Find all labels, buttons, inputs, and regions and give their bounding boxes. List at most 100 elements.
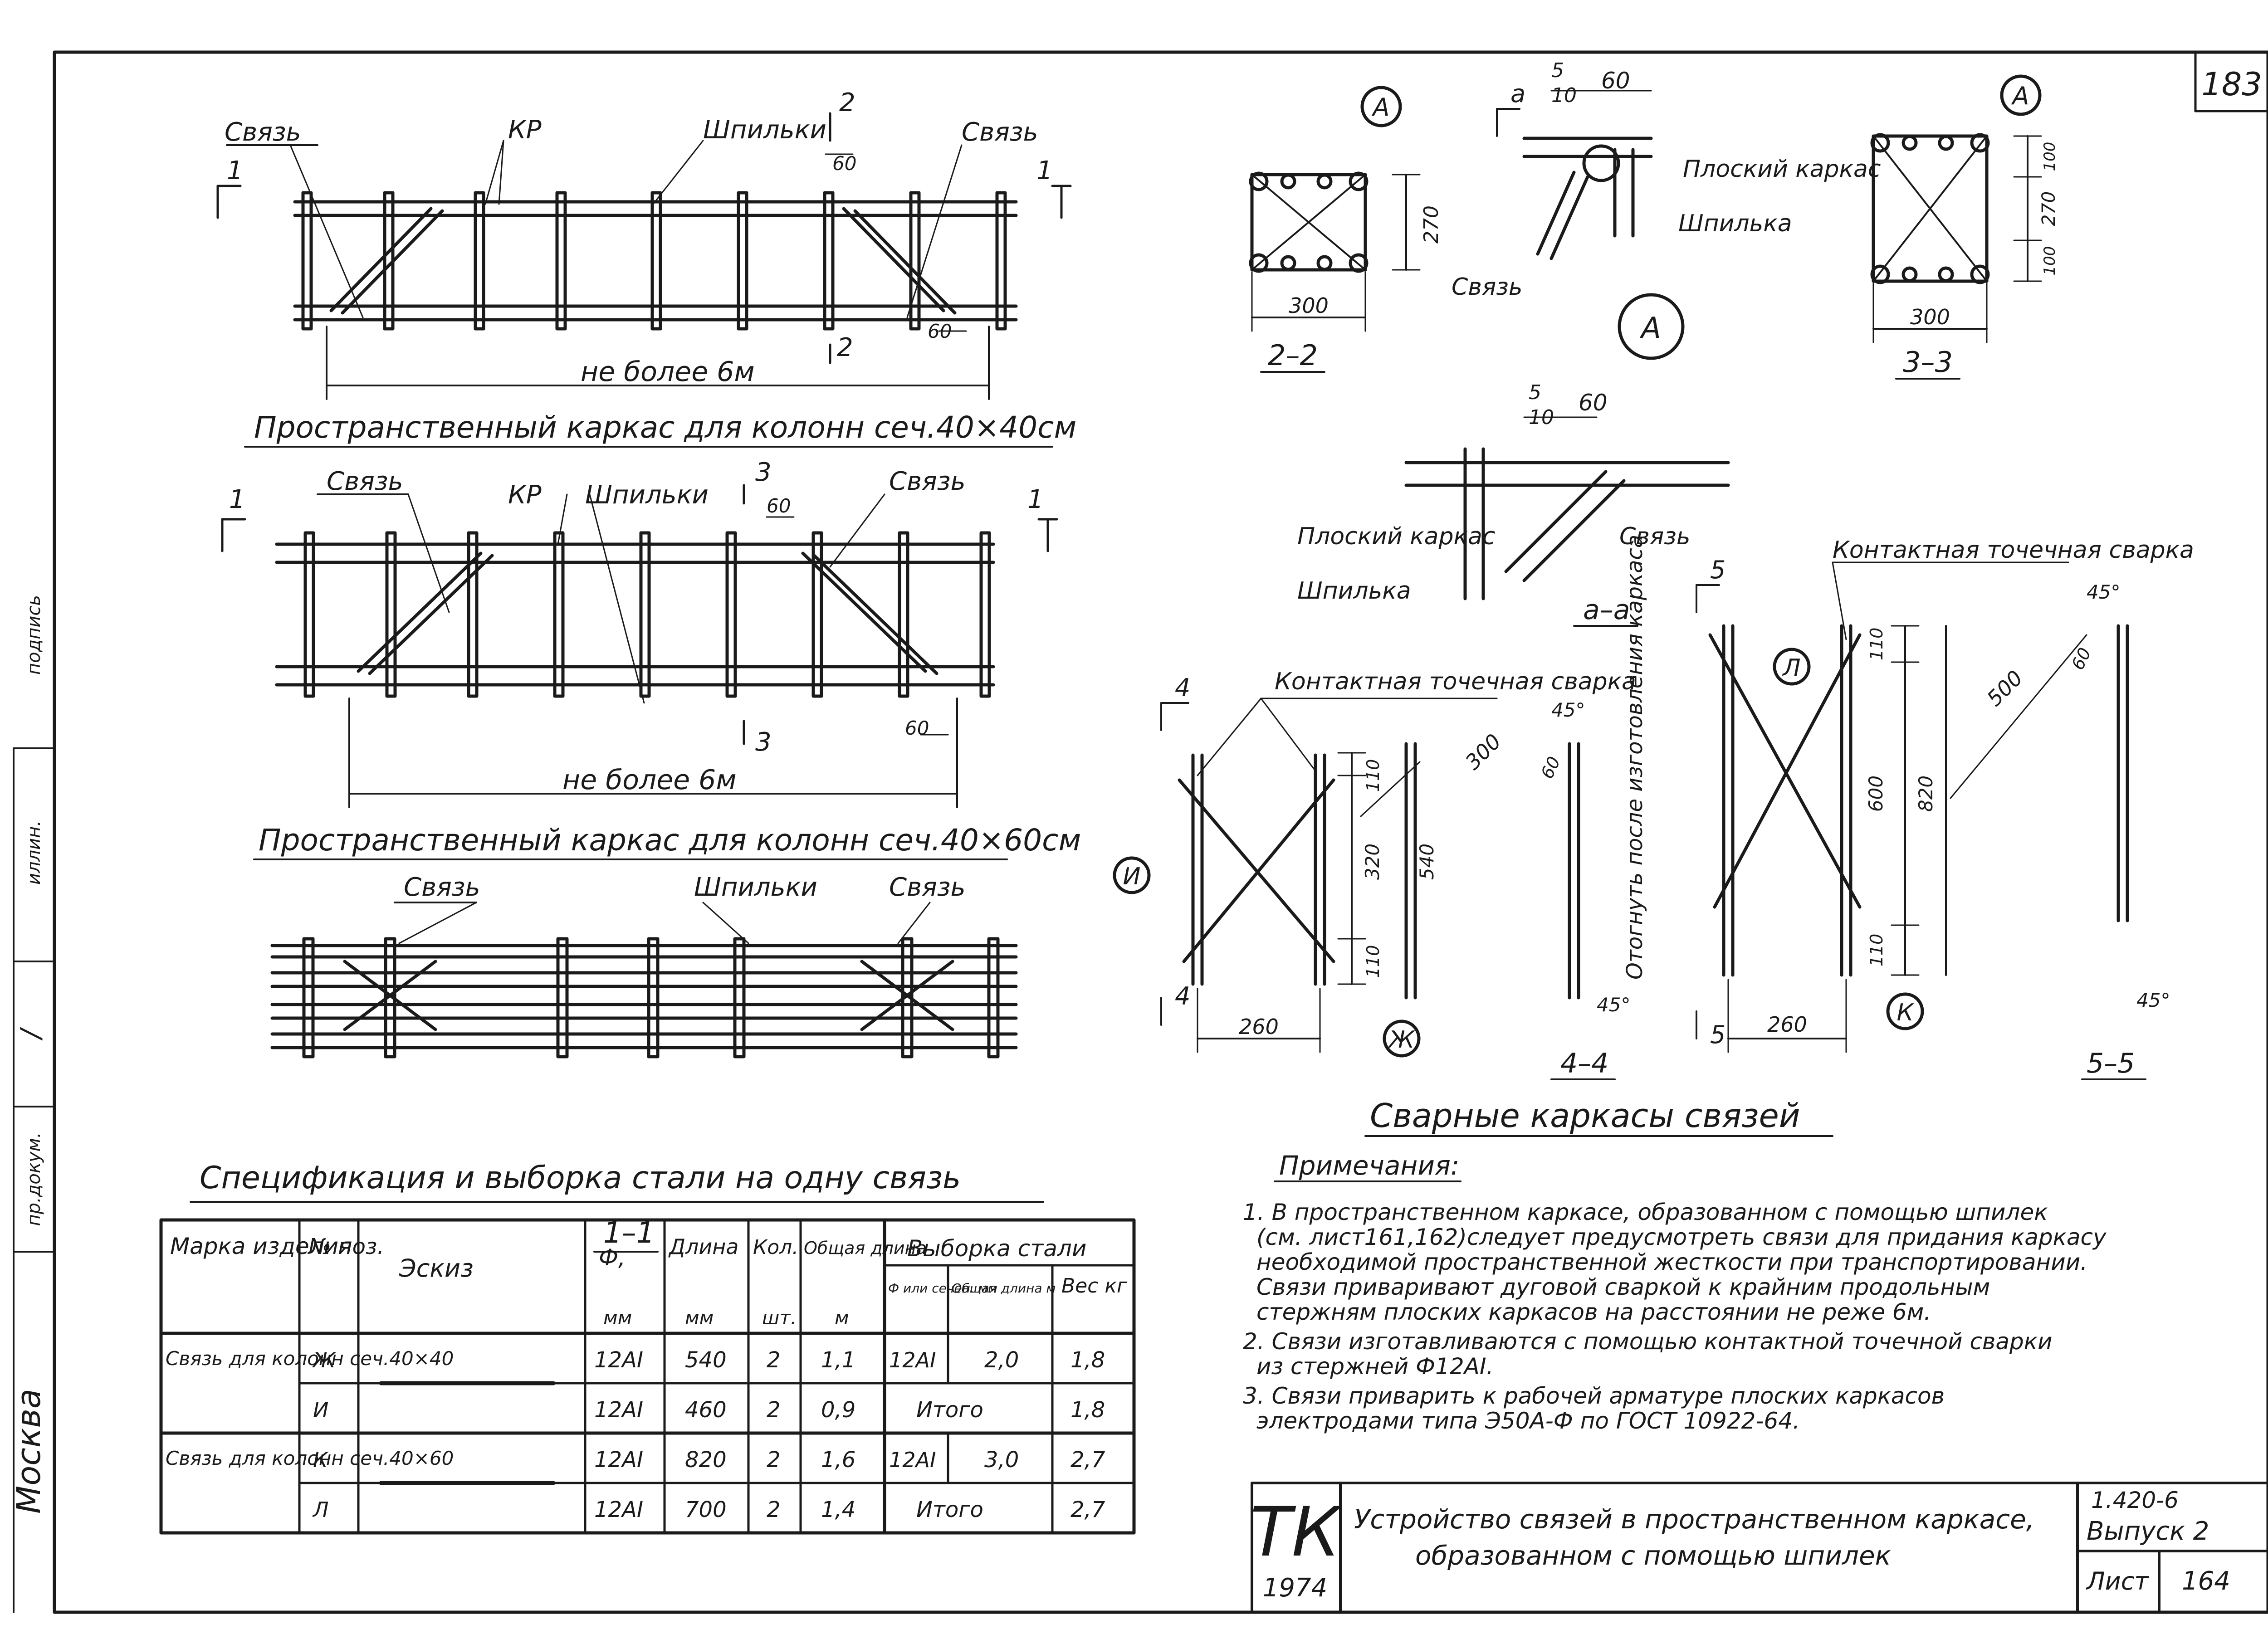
spec-h-pos: № поз. [307, 1234, 384, 1259]
spec-table-grid [159, 1218, 1136, 1535]
nodeA-weld-len: 60 [1601, 68, 1630, 94]
nodeA-cut-mark: а [1510, 79, 1525, 108]
frame60-length-note: не более 6м [562, 764, 737, 796]
frame40-cut1-left: 1 [227, 156, 243, 185]
secaa-label: а–а [1583, 594, 1630, 626]
spec-cell-sel-wt: 1,8 [1070, 1347, 1105, 1373]
sec44-dim260: 260 [1239, 1015, 1279, 1039]
secaa-link: Связь [1619, 523, 1691, 550]
spec-cell-total: 1,6 [821, 1447, 855, 1473]
frame40-length-note: не более 6м [581, 356, 755, 388]
spec-h-total-unit: м [835, 1307, 849, 1329]
spec-h-dia: Ф, [599, 1244, 626, 1271]
spec-row: Связь для колонн сеч.40×60 К 12AI 820 2 … [166, 1447, 1105, 1473]
spec-cell-dia: 12AI [594, 1397, 643, 1423]
sec44-weld: Контактная точечная сварка [1275, 668, 1636, 695]
nodeA-flat-frame: Плоский каркас [1683, 156, 1881, 183]
spec-h-sel-dia: Ф или сечен. мм [888, 1281, 997, 1296]
spec-cell-qty: 2 [767, 1447, 781, 1473]
spec-cell-sel-wt: 2,7 [1070, 1497, 1105, 1522]
side-sign: / [15, 1027, 47, 1041]
sec44-ang-bot: 45° [1597, 994, 1630, 1016]
frame60-link-right: Связь [889, 467, 966, 496]
spec-h-sel: Выборка стали [907, 1235, 1086, 1262]
sec44-dim320: 320 [1361, 844, 1383, 880]
sec55-ang-bot: 45° [2136, 989, 2170, 1011]
frame40-drawing [216, 112, 1072, 400]
note-line: (см. лист161,162)следует предусмотреть с… [1256, 1224, 2107, 1250]
side-text-mid: пр.докум. [24, 1132, 44, 1226]
sec44-dim110a: 110 [1363, 759, 1383, 792]
sec44-bar-i: И [1123, 863, 1141, 890]
sec44-bend-note: Отогнуть после изготовления каркаса [1622, 535, 1647, 980]
notes-title: Примечания: [1279, 1150, 1459, 1181]
sheet-frame [13, 50, 2268, 1614]
sec44-bar-zh: Ж [1388, 1026, 1415, 1054]
secaa-drawing [1404, 416, 1730, 627]
welded-title: Сварные каркасы связей [1370, 1097, 1800, 1135]
sec55-dim260: 260 [1767, 1012, 1807, 1037]
stamp-issue: Выпуск 2 [2087, 1517, 2209, 1546]
secaa-flat-frame: Плоский каркас [1297, 523, 1495, 550]
notes-list: 1. В пространственном каркасе, образован… [1243, 1199, 2107, 1434]
sec55-dim110b: 110 [1867, 934, 1887, 967]
spec-cell-len: 540 [685, 1347, 727, 1373]
stamp-title-line2: образованном с помощью шпилек [1415, 1540, 1891, 1571]
spec-cell-sel-wt: 2,7 [1070, 1447, 1105, 1473]
sec44-mark-top: 4 [1175, 673, 1190, 702]
sec33-dim-top: 100 [2041, 142, 2059, 171]
note-line: 3. Связи приварить к рабочей арматуре пл… [1243, 1383, 1945, 1409]
frame60-dim60b: 60 [905, 717, 929, 739]
spec-cell-sel-len: 3,0 [984, 1447, 1019, 1473]
spec-cell-sel-len: 2,0 [984, 1347, 1019, 1373]
sec22-callout: А [1372, 93, 1390, 122]
spec-row: И 12AI 460 2 0,9 Итого 1,8 [313, 1397, 1105, 1423]
nodeA-callout: А [1639, 312, 1661, 345]
frame60-cut3-bottom: 3 [755, 727, 772, 757]
sec44-ang-top: 45° [1551, 699, 1585, 721]
sec44-label: 4–4 [1560, 1048, 1608, 1079]
spec-cell-mark: Связь для колонн сеч.40×60 [166, 1447, 454, 1469]
frame60-cut3-top: 3 [755, 458, 772, 487]
sec22-dim-h: 270 [1420, 205, 1443, 244]
spec-h-len: Длина [668, 1234, 739, 1259]
sec44-bent-bar [1568, 742, 1580, 1000]
spec-cell-pos: Ж [312, 1348, 337, 1372]
spec-cell-sel-dia: 12AI [889, 1448, 936, 1472]
secaa-pin: Шпилька [1297, 577, 1411, 605]
spec-cell-len: 700 [685, 1497, 727, 1522]
sec55-mark-bottom: 5 [1710, 1020, 1725, 1049]
frame40-dim60a: 60 [832, 152, 856, 175]
stamp-grid [1251, 1482, 2268, 1614]
secaa-weld-num: 5 [1529, 381, 1541, 404]
nodeA-link: Связь [1452, 273, 1523, 301]
side-text-low: подпись [24, 595, 44, 675]
frame40-cut2-top: 2 [839, 88, 855, 117]
secaa-weld-den: 10 [1529, 406, 1554, 429]
frame60-cut1-right: 1 [1027, 485, 1044, 514]
spec-cell-sel-dia: 12AI [889, 1348, 936, 1372]
spec-cell-dia: 12AI [594, 1497, 643, 1522]
sec22-drawing [1249, 86, 1421, 373]
section11-link-left: Связь [404, 873, 480, 902]
frame60-title: Пространственный каркас для колонн сеч.4… [259, 823, 1081, 858]
sec33-callout: А [2011, 82, 2029, 110]
sec33-dim-bot: 100 [2041, 246, 2059, 276]
sec44-drawing [1113, 697, 1616, 1080]
spec-cell-pos: И [313, 1398, 328, 1422]
sec55-dim500: 500 [1982, 666, 2028, 711]
frame40-link-right: Связь [962, 117, 1038, 147]
spec-h-qty-unit: шт. [762, 1307, 797, 1329]
spec-cell-dia: 12AI [594, 1347, 643, 1373]
spec-cell-sel-dia: Итого [916, 1497, 983, 1522]
nodeA-drawing [1496, 90, 1685, 360]
sec55-dim110a: 110 [1867, 628, 1887, 661]
frame60-drawing [221, 484, 1058, 808]
spec-h-len-unit: мм [685, 1307, 714, 1329]
stamp-series: 1.420-6 [2091, 1487, 2179, 1513]
sec55-bar-l: Л [1782, 654, 1800, 682]
sec55-label: 5–5 [2087, 1048, 2135, 1079]
spec-cell-pos: Л [312, 1497, 329, 1522]
spec-h-sketch: Эскиз [399, 1254, 474, 1283]
